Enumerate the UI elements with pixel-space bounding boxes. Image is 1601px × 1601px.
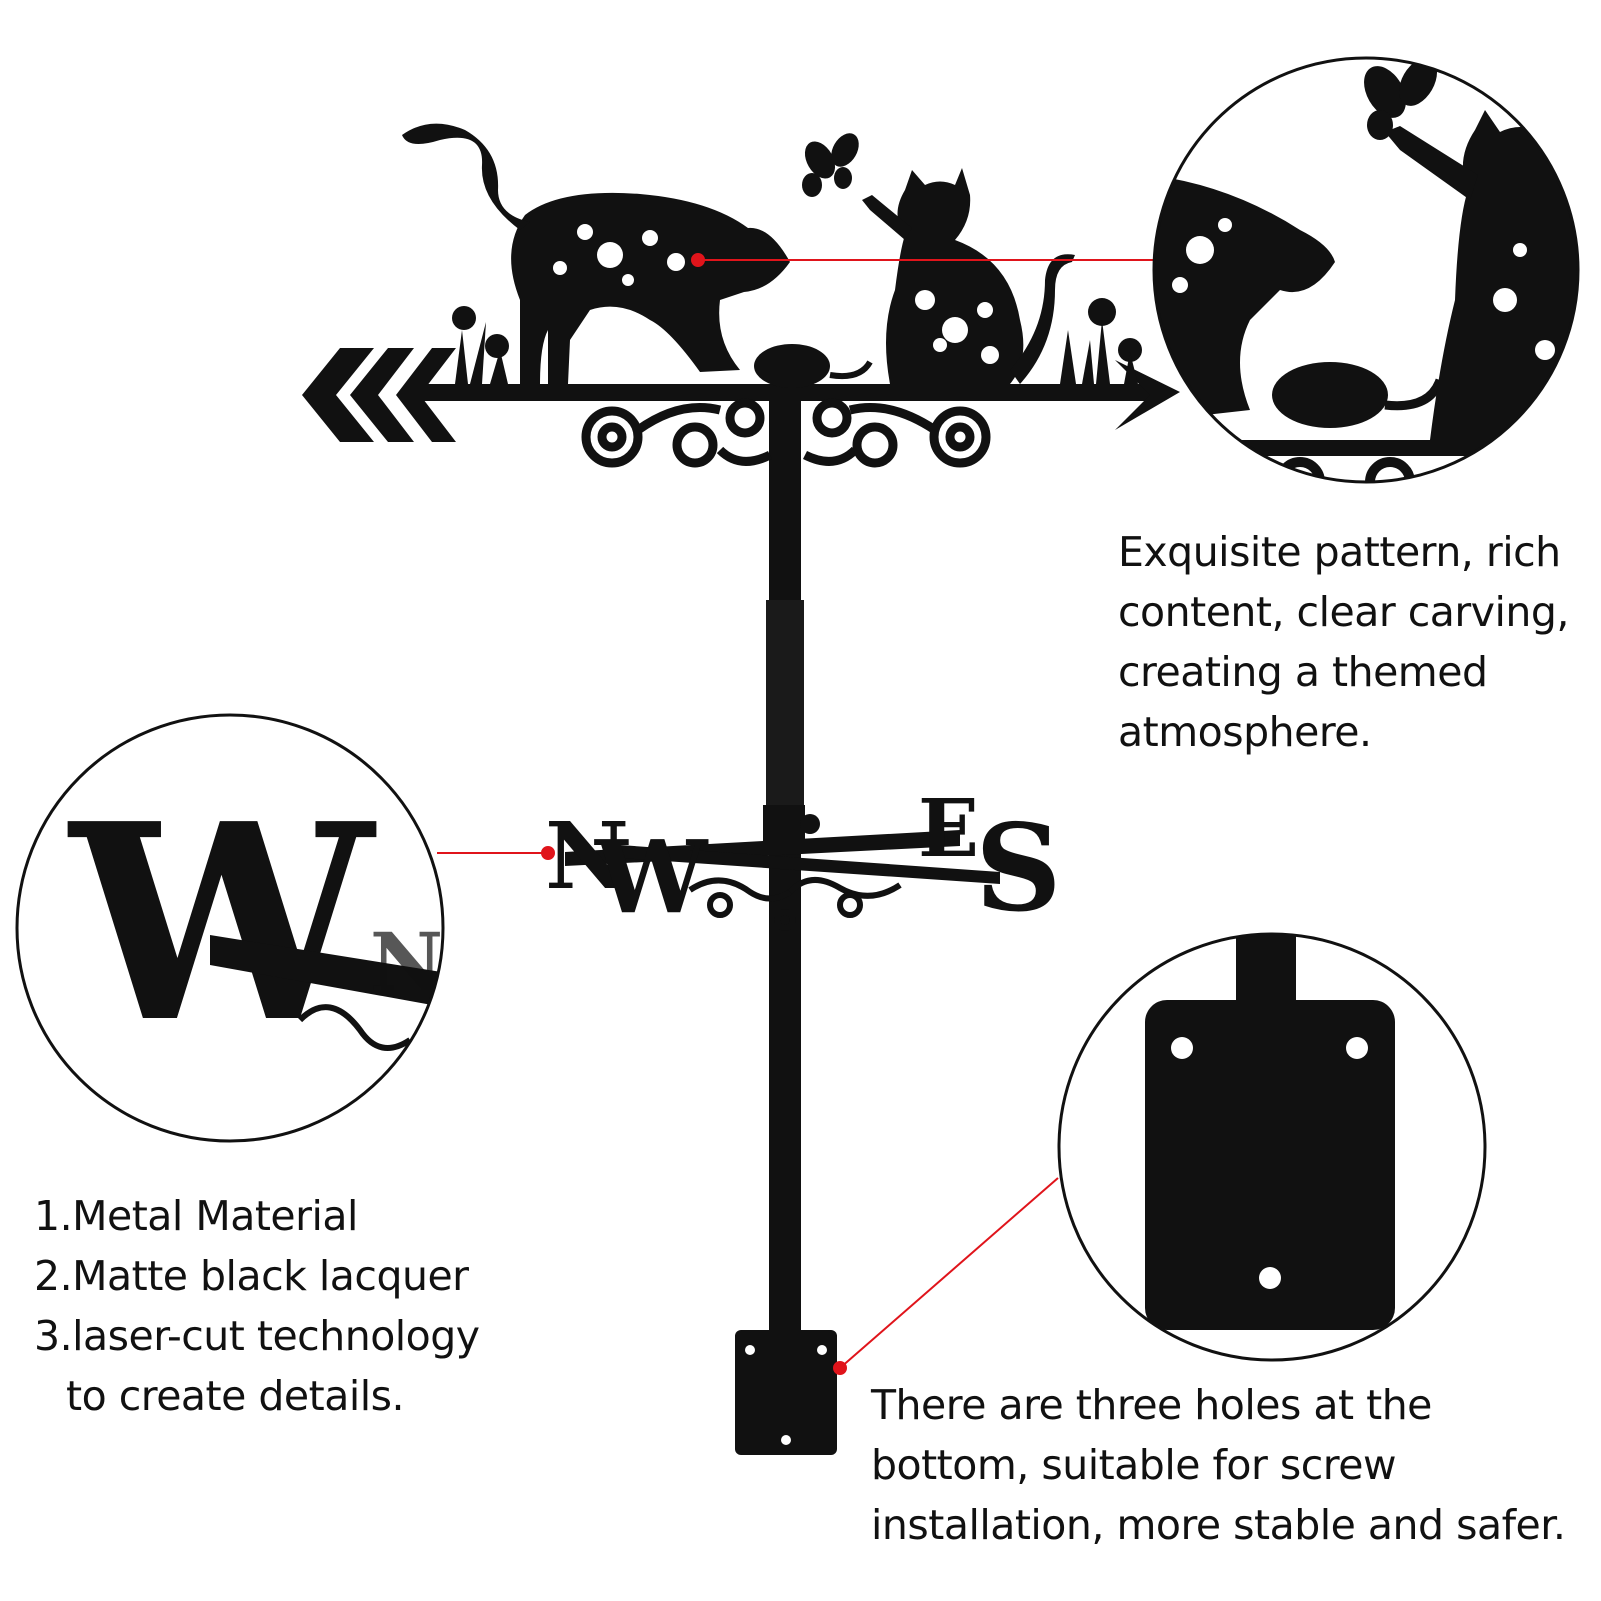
callout-dot-top: [691, 253, 705, 267]
butterfly: [802, 133, 859, 197]
direction-letter-n: N: [545, 802, 629, 910]
caption-line: 2.Matte black lacquer: [34, 1252, 469, 1300]
caption-line: bottom, suitable for screw: [871, 1441, 1397, 1489]
callout-dot-left: [541, 846, 555, 860]
caption-line: 1.Metal Material: [34, 1192, 358, 1240]
grass-left: [452, 306, 509, 384]
top-bar: [410, 384, 1162, 401]
mouse: [754, 344, 830, 388]
caption-line: atmosphere.: [1118, 708, 1372, 756]
caption-line: 3.laser-cut technology: [34, 1312, 480, 1360]
caption-line: installation, more stable and safer.: [871, 1501, 1566, 1549]
zoom-circle-letter: W N: [15, 713, 445, 1143]
caption-holes: There are three holes at the bottom, sui…: [871, 1375, 1566, 1555]
direction-letter-e: E: [918, 781, 979, 875]
caption-line: There are three holes at the: [871, 1381, 1432, 1429]
direction-arms: [565, 805, 1000, 884]
cat-right: [862, 168, 1075, 384]
mounting-plate: [735, 1330, 837, 1455]
arrow-tail: [302, 348, 456, 442]
pole-sleeve: [766, 600, 804, 840]
callout-dot-bottom: [833, 1361, 847, 1375]
direction-letter-w: W: [594, 818, 709, 936]
cat-left: [402, 123, 790, 384]
caption-material: 1.Metal Material 2.Matte black lacquer 3…: [34, 1186, 480, 1426]
direction-scrollwork: [688, 877, 902, 931]
zoom-circle-cats: [1152, 56, 1580, 484]
grass-right: [1060, 298, 1142, 384]
scrollwork: [581, 398, 991, 468]
weathervane: N W E S: [302, 123, 1180, 1455]
caption-line: Exquisite pattern, rich: [1118, 528, 1561, 576]
zoom-circle-plate: [1057, 932, 1487, 1362]
caption-line: content, clear carving,: [1118, 588, 1569, 636]
caption-pattern: Exquisite pattern, rich content, clear c…: [1118, 522, 1569, 762]
arrow-head: [1115, 360, 1180, 430]
caption-line: to create details.: [66, 1372, 404, 1420]
callout-lines: [437, 253, 1156, 1375]
zoom-direction-letter-n: N: [370, 915, 443, 1009]
zoom-direction-letter-w: W: [66, 764, 378, 1082]
caption-line: creating a themed: [1118, 648, 1488, 696]
direction-letter-s: S: [975, 798, 1062, 939]
